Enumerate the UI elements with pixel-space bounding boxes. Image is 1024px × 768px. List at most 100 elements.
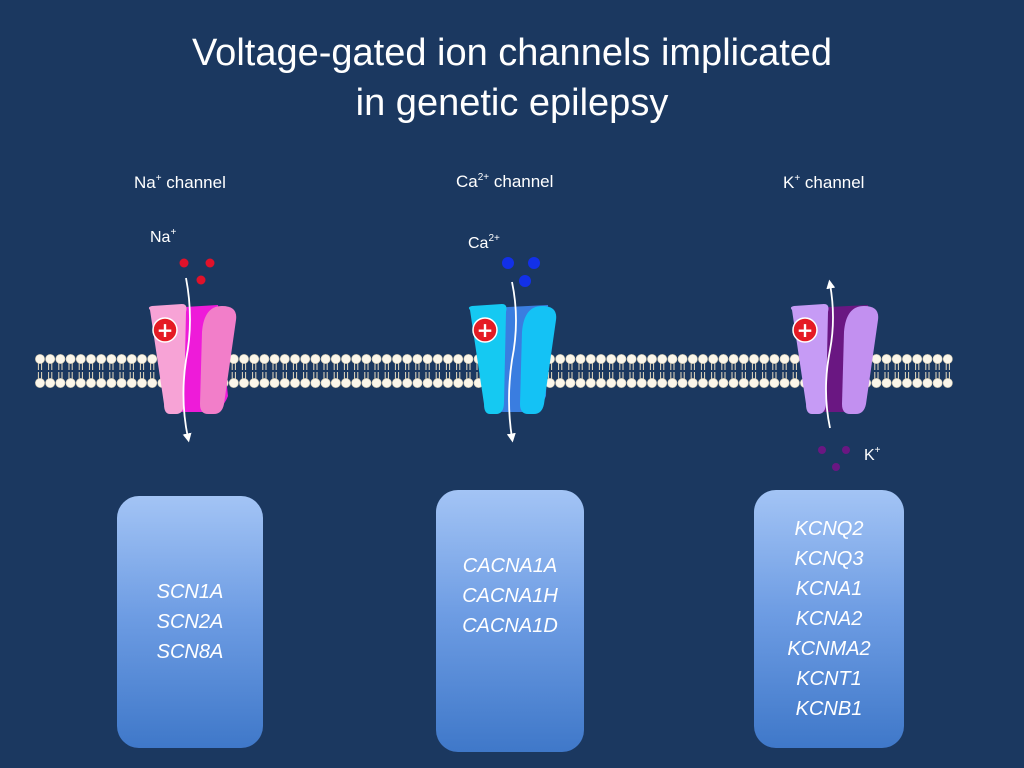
lipid-head [575, 354, 586, 364]
title-line-1: Voltage-gated ion channels implicated [191, 32, 833, 74]
k-ion-dot [818, 446, 826, 454]
lipid-head [789, 378, 800, 388]
lipid-head [35, 354, 45, 364]
lipid-head [626, 354, 637, 364]
lipid-head [871, 354, 882, 364]
lipid-head [412, 378, 423, 388]
lipid-head [361, 378, 372, 388]
lipid-head [422, 378, 433, 388]
lipid-head [290, 378, 300, 388]
ca-ion-dot [502, 257, 514, 269]
lipid-head [75, 378, 86, 388]
lipid-head [708, 354, 719, 364]
lipid-head [106, 354, 117, 364]
lipid-head [616, 378, 627, 388]
lipid-head [432, 378, 443, 388]
ca-channel-label-ion: Ca [456, 172, 478, 191]
lipid-head [402, 354, 413, 364]
lipid-head [300, 378, 311, 388]
k-channel-label: K+ channel [783, 173, 864, 193]
ca-ion-label: Ca2+ [468, 234, 500, 254]
lipid-head [657, 354, 668, 364]
lipid-head [249, 378, 260, 388]
lipid-head [381, 378, 392, 388]
ca-ion-symbol: Ca [468, 235, 489, 252]
lipid-head [657, 378, 668, 388]
na-ion-dot [196, 275, 206, 285]
lipid-head [147, 378, 158, 388]
lipid-head [45, 378, 56, 388]
k-ion-charge: + [874, 445, 881, 456]
ca-channel-label-charge: 2+ [477, 172, 490, 183]
lipid-head [932, 354, 943, 364]
lipid-head [310, 354, 321, 364]
lipid-head [259, 354, 270, 364]
lipid-head [942, 354, 953, 364]
lipid-head [698, 354, 708, 364]
lipid-head [55, 378, 66, 388]
na-channel-label-suffix: channel [161, 173, 226, 192]
lipid-head [55, 354, 66, 364]
lipid-head [636, 354, 647, 364]
gene-name: CACNA1D [462, 615, 558, 637]
lipid-head [341, 354, 351, 364]
lipid-head [147, 354, 158, 364]
lipid-head [596, 354, 606, 364]
lipid-head [392, 378, 402, 388]
lipid-head [738, 378, 749, 388]
lipid-head [636, 378, 647, 388]
k-channel-label-ion: K [783, 173, 795, 192]
lipid-head [881, 378, 892, 388]
lipid-head [718, 378, 729, 388]
lipid-head [565, 378, 576, 388]
k-ion-symbol: K [864, 447, 875, 464]
lipid-head [626, 378, 637, 388]
lipid-head [106, 378, 117, 388]
lipid-head [351, 378, 362, 388]
lipid-head [555, 378, 566, 388]
lipid-head [779, 354, 790, 364]
lipid-head [137, 378, 147, 388]
lipid-head [453, 378, 464, 388]
lipid-head [432, 354, 443, 364]
title-line-2: in genetic epilepsy [355, 82, 669, 124]
lipid-head [45, 354, 56, 364]
na-ion-charge: + [170, 227, 177, 238]
gene-name: KCNQ3 [794, 548, 864, 570]
lipid-head [585, 354, 596, 364]
lipid-head [412, 354, 423, 364]
gene-name: SCN2A [156, 611, 224, 633]
lipid-head [891, 354, 902, 364]
lipid-head [279, 378, 290, 388]
lipid-head [912, 354, 923, 364]
lipid-head [126, 354, 137, 364]
na-gene-box: SCN1A SCN2A SCN8A [117, 496, 263, 748]
lipid-head [116, 378, 127, 388]
gene-name: KCNT1 [796, 668, 862, 690]
gene-name: CACNA1H [462, 585, 558, 607]
lipid-head [279, 354, 290, 364]
lipid-head [728, 354, 739, 364]
lipid-head [96, 378, 107, 388]
lipid-head [443, 378, 453, 388]
na-channel-label-ion: Na [134, 173, 156, 192]
k-ion-label: K+ [864, 446, 881, 466]
k-ion-dot [842, 446, 850, 454]
k-channel-right-subunit [842, 306, 879, 414]
k-voltage-sensor-icon [792, 317, 818, 343]
ca-voltage-sensor-icon [472, 317, 498, 343]
lipid-head [402, 378, 413, 388]
gene-name: KCNA2 [795, 608, 863, 630]
ca-channel-right-subunit [520, 306, 557, 414]
lipid-head [922, 354, 933, 364]
lipid-head [463, 354, 474, 364]
lipid-head [126, 378, 137, 388]
k-channel-label-suffix: channel [800, 173, 865, 192]
lipid-head [698, 378, 708, 388]
lipid-head [239, 378, 249, 388]
gene-name: KCNA1 [795, 578, 863, 600]
lipid-head [86, 378, 96, 388]
lipid-head [86, 354, 96, 364]
lipid-head [239, 354, 249, 364]
lipid-head [677, 378, 688, 388]
